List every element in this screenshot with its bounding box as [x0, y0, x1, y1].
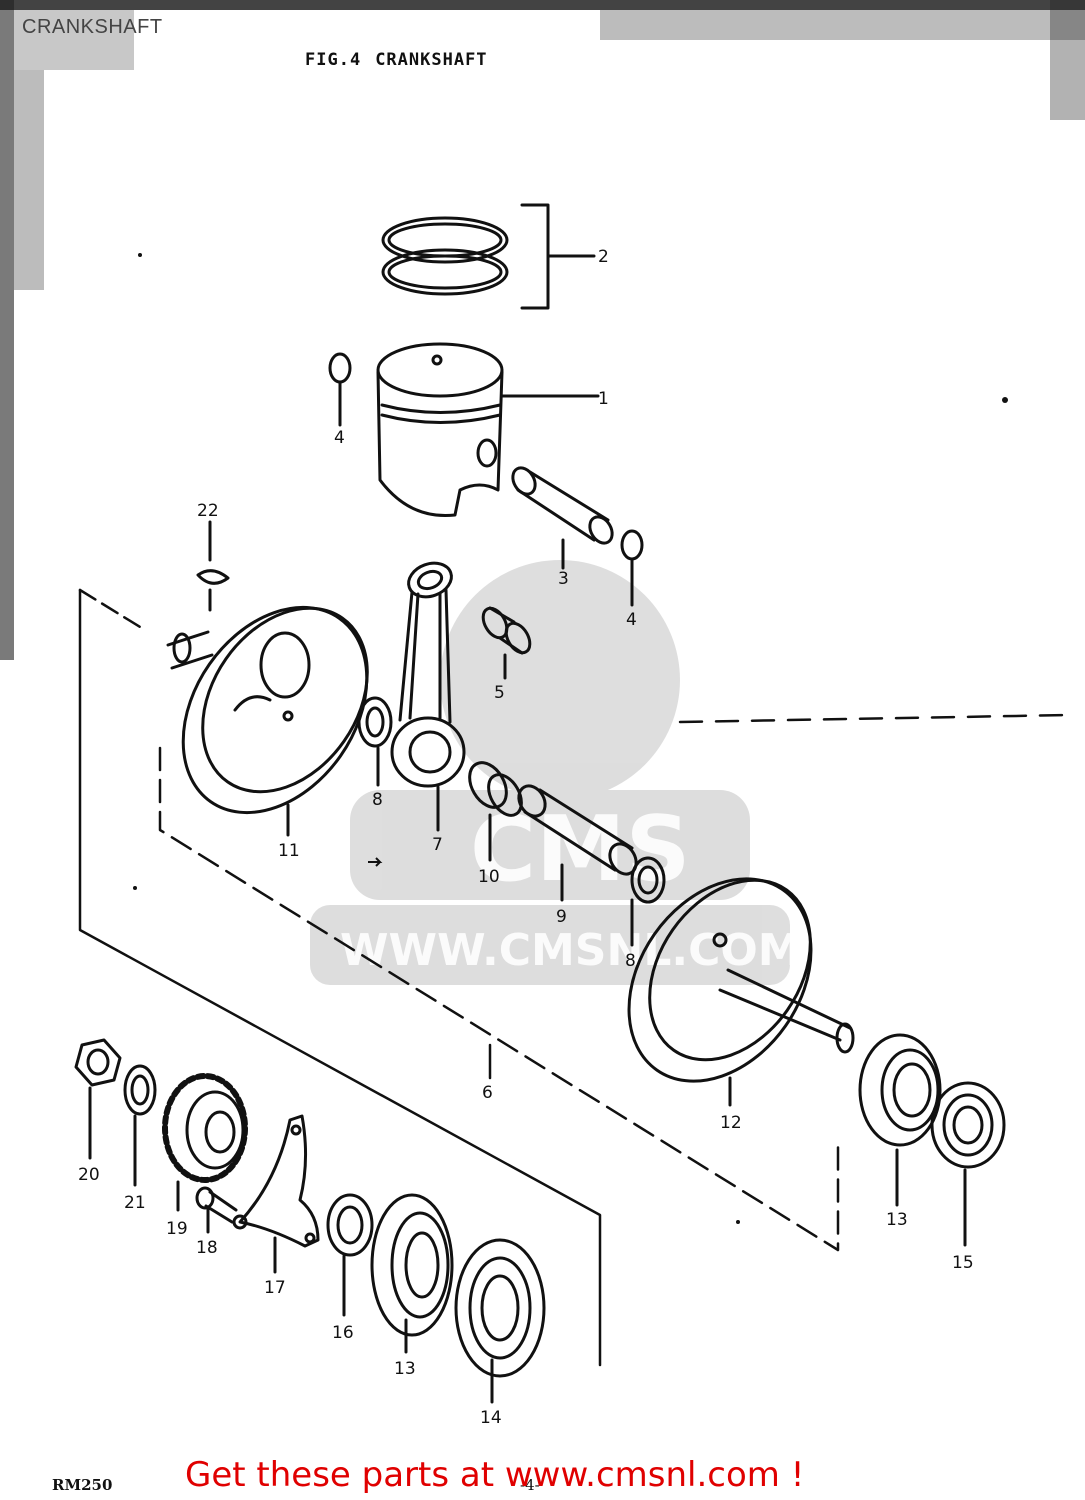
callout-21: 21 [124, 1193, 146, 1213]
callout-labels: 1 2 3 4 4 5 6 7 8 8 9 10 11 12 13 13 14 … [78, 247, 974, 1428]
figure-name: CRANKSHAFT [375, 50, 488, 70]
callout-18: 18 [196, 1238, 218, 1258]
thrust-washer-left-part [357, 696, 393, 787]
crank-pin-part [517, 784, 638, 902]
figure-title: FIG.4 CRANKSHAFT [305, 50, 502, 70]
callout-13-left: 13 [394, 1359, 416, 1379]
circlip-left-part [328, 352, 352, 427]
washer-part [123, 1064, 157, 1187]
callout-2: 2 [598, 247, 609, 267]
callout-6: 6 [482, 1083, 493, 1103]
callout-1: 1 [598, 389, 609, 409]
callout-20: 20 [78, 1165, 100, 1185]
needle-bearing-small-part [481, 606, 532, 680]
bearing-left-part [370, 1193, 454, 1354]
page-number: -4- [520, 1476, 540, 1494]
oil-seal-right-part [930, 1081, 1006, 1247]
scan-noise-border [0, 0, 1085, 660]
callout-15: 15 [952, 1253, 974, 1273]
callout-22: 22 [197, 501, 219, 521]
callout-14: 14 [480, 1408, 502, 1428]
callout-13-right: 13 [886, 1210, 908, 1230]
piston-part [376, 342, 600, 518]
order-parts-link[interactable]: Get these parts at www.cmsnl.com ! [185, 1455, 805, 1495]
watermark-logo [310, 560, 790, 985]
callout-10: 10 [478, 867, 500, 887]
callout-11: 11 [278, 841, 300, 861]
crankshaft-assembly-bracket [78, 588, 1072, 1367]
thrust-washer-right-part [630, 856, 666, 947]
callout-19: 19 [166, 1219, 188, 1239]
bearing-right-part [858, 1033, 942, 1207]
needle-bearing-big-part [468, 761, 523, 862]
model-code: RM250 [52, 1476, 113, 1494]
crank-wheel-right-part [627, 877, 855, 1107]
piston-pin-part [511, 466, 614, 570]
watermark-url: WWW.CMSNL.COM [340, 925, 802, 976]
connecting-rod-part [390, 561, 466, 832]
page-header-title: CRANKSHAFT [22, 16, 163, 38]
piston-rings-part [381, 203, 596, 310]
callout-4-right: 4 [626, 610, 637, 630]
callout-17: 17 [264, 1278, 286, 1298]
callout-7: 7 [432, 835, 443, 855]
stray-marks [133, 253, 1008, 1224]
callout-3: 3 [558, 569, 569, 589]
callout-16: 16 [332, 1323, 354, 1343]
callout-8-left: 8 [372, 790, 383, 810]
callout-9: 9 [556, 907, 567, 927]
callout-12: 12 [720, 1113, 742, 1133]
nut-part [74, 1038, 122, 1160]
circlip-right-part [620, 529, 644, 607]
oil-seal-left-part [454, 1238, 546, 1404]
figure-number: FIG.4 [305, 50, 362, 70]
woodruff-key-part [196, 520, 230, 612]
callout-4-left: 4 [334, 428, 345, 448]
callout-8-right: 8 [625, 951, 636, 971]
crank-wheel-left-part [166, 605, 369, 837]
bearing-plate-part [232, 1114, 320, 1274]
callout-5: 5 [494, 683, 505, 703]
bolt-part [195, 1186, 238, 1234]
primary-gear-part [162, 1073, 248, 1212]
shim-washer-part [326, 1193, 374, 1317]
